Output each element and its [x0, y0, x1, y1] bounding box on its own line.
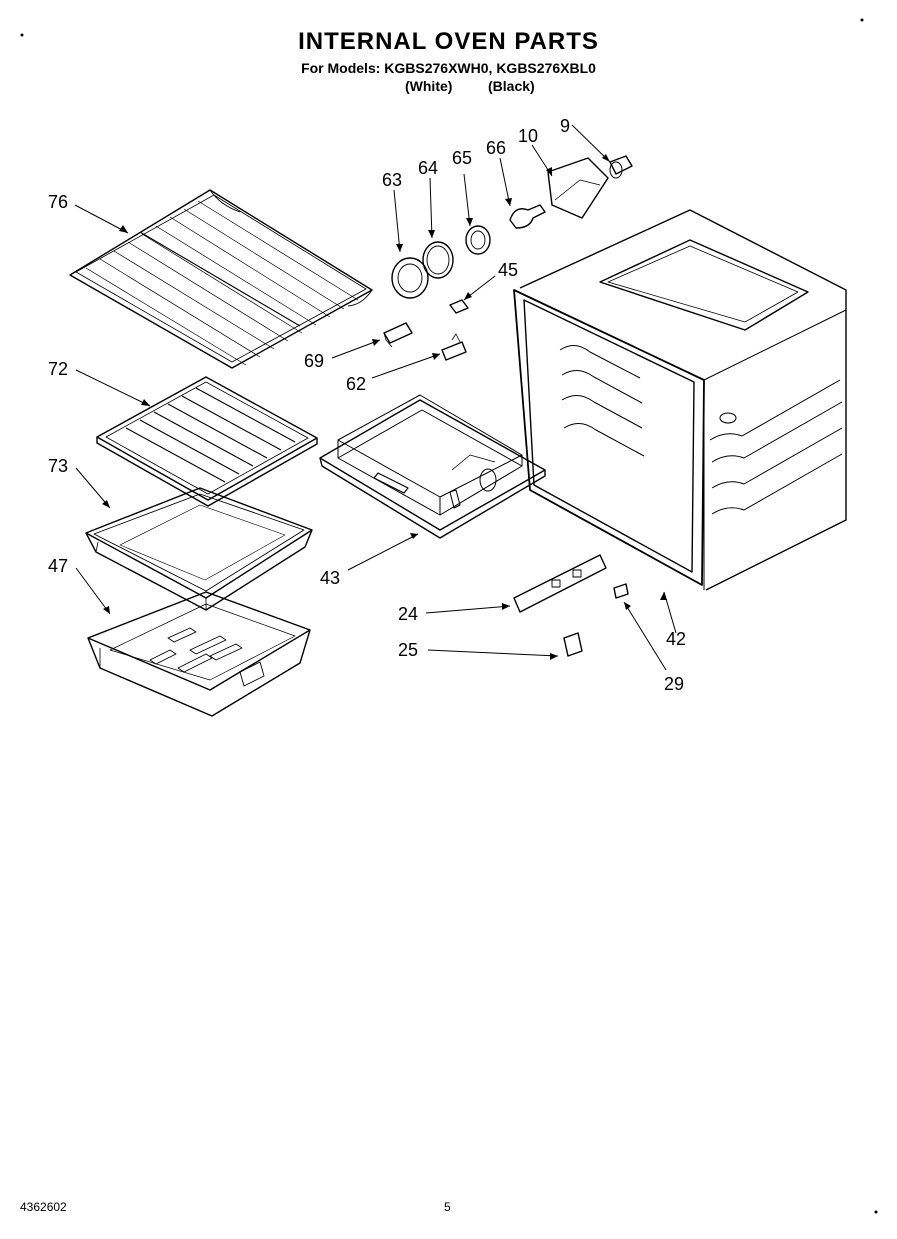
- callout-43: 43: [320, 568, 340, 588]
- callout-10: 10: [518, 126, 538, 146]
- oven-rack-drawing: [69, 189, 373, 369]
- callout-labels: 76 63 64 65 66 10 9 45 69 62 72 73 43 47…: [48, 116, 686, 694]
- registration-dot-bottom-right: [874, 1210, 878, 1214]
- callout-63: 63: [382, 170, 402, 190]
- callout-76: 76: [48, 192, 68, 212]
- variant-white-label: (White): [405, 78, 453, 94]
- models-line: For Models: KGBS276XWH0, KGBS276XBL0: [301, 60, 596, 76]
- callout-47: 47: [48, 556, 68, 576]
- broiler-grid-drawing: [96, 376, 318, 507]
- callout-64: 64: [418, 158, 438, 178]
- page-title: INTERNAL OVEN PARTS: [298, 28, 599, 55]
- callout-29: 29: [664, 674, 684, 694]
- callout-9: 9: [560, 116, 570, 136]
- callout-69: 69: [304, 351, 324, 371]
- callout-62: 62: [346, 374, 366, 394]
- small-brackets-drawing: [383, 299, 629, 657]
- variant-black-label: (Black): [488, 78, 535, 94]
- callout-25: 25: [398, 640, 418, 660]
- registration-dot-top-left: [20, 33, 24, 37]
- oven-bottom-baffle-drawing: [319, 394, 546, 539]
- callout-73: 73: [48, 456, 68, 476]
- leader-lines: [74, 124, 677, 671]
- callout-65: 65: [452, 148, 472, 168]
- storage-drawer-drawing: [87, 591, 311, 717]
- document-number: 4362602: [20, 1200, 67, 1214]
- light-assembly-drawing: [391, 155, 633, 299]
- callout-72: 72: [48, 359, 68, 379]
- registration-dot-top-right: [860, 18, 864, 22]
- callout-66: 66: [486, 138, 506, 158]
- oven-cavity-drawing: [513, 209, 847, 591]
- registration-marks: [20, 18, 878, 1214]
- callout-45: 45: [498, 260, 518, 280]
- leader-arrowheads: [102, 154, 667, 660]
- broiler-pan-drawing: [85, 487, 313, 611]
- page-number: 5: [444, 1200, 451, 1214]
- callout-24: 24: [398, 604, 418, 624]
- callout-42: 42: [666, 629, 686, 649]
